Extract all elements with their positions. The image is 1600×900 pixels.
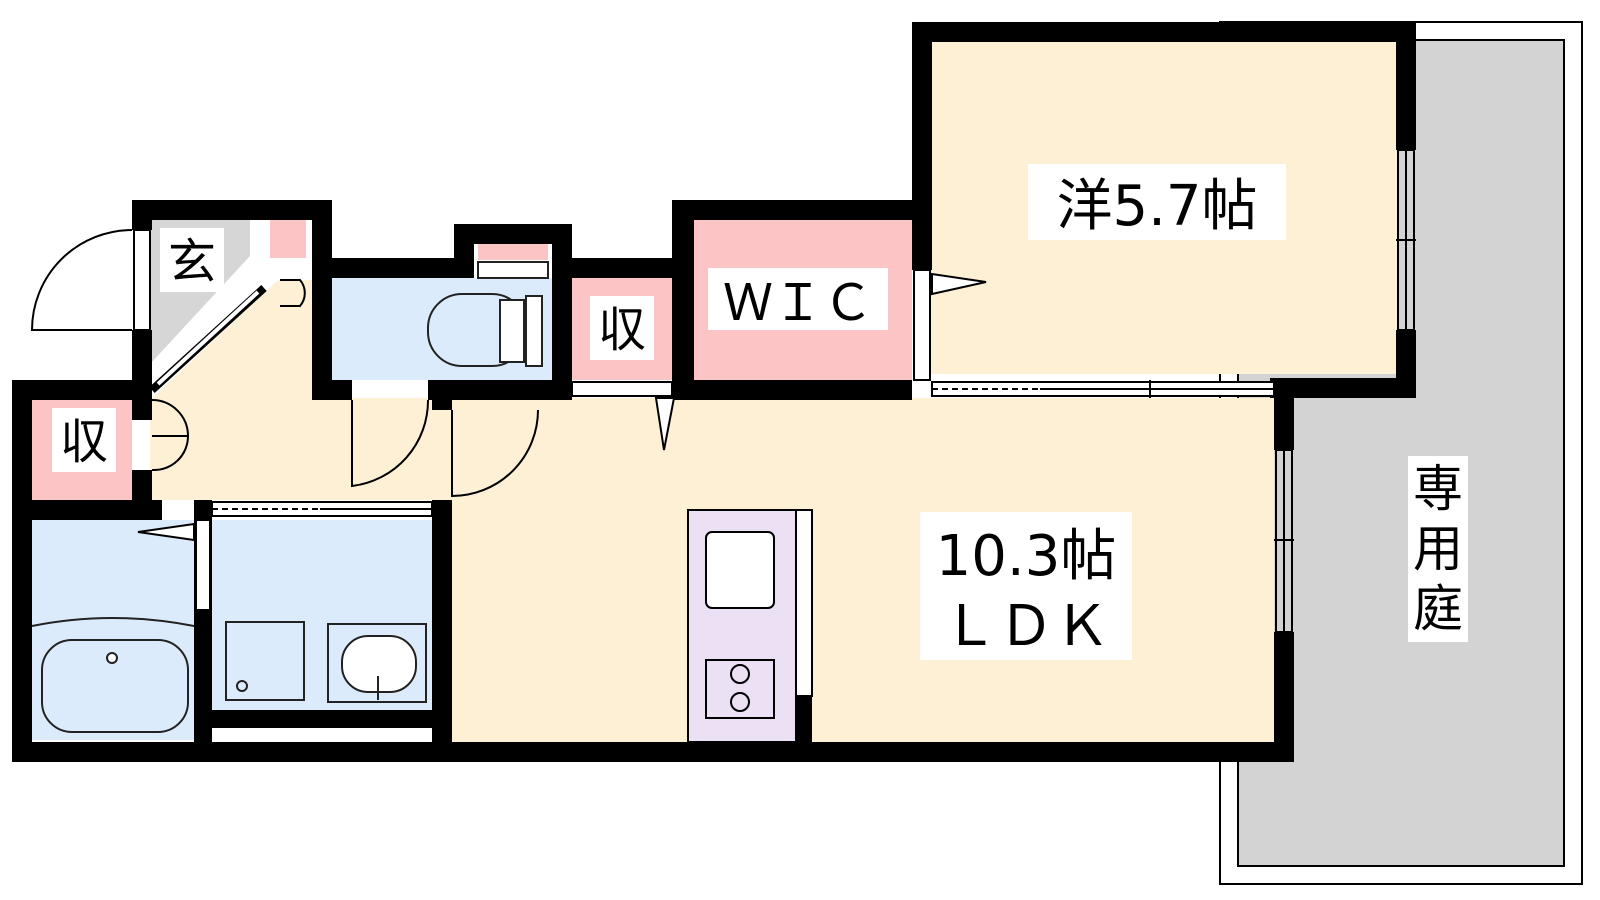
walls — [12, 22, 1416, 762]
garden-label-1: 専 — [1413, 460, 1463, 518]
bathtub — [31, 617, 195, 733]
garden-label-2: 用 — [1413, 520, 1463, 578]
storage-left-label: 収 — [60, 414, 108, 470]
ldk-size-label: 10.3帖 — [936, 524, 1117, 589]
direction-markers — [137, 272, 987, 542]
kitchen-counter — [687, 509, 813, 743]
small-storage-floor — [270, 220, 306, 258]
ldk-name-label: ＬＤＫ — [942, 594, 1110, 659]
wash-basin — [327, 623, 427, 703]
washing-machine-space — [225, 621, 305, 701]
sliding-doors — [195, 269, 1275, 611]
room-labels: 洋5.7帖 ＷＩＣ 10.3帖 ＬＤＫ 収 収 玄 専 用 庭 — [52, 164, 1468, 660]
garden-label-3: 庭 — [1413, 580, 1463, 638]
toilet-shelf — [478, 244, 548, 260]
hallway-floor — [150, 280, 452, 500]
entrance-label: 玄 — [168, 234, 216, 290]
toilet-fixture — [427, 261, 549, 367]
western-room-label: 洋5.7帖 — [1056, 174, 1257, 239]
wic-label: ＷＩＣ — [723, 274, 873, 332]
ldk-floor — [452, 398, 1274, 742]
windows — [133, 149, 1416, 633]
storage-center-label: 収 — [598, 302, 646, 358]
swing-doors — [30, 229, 539, 498]
